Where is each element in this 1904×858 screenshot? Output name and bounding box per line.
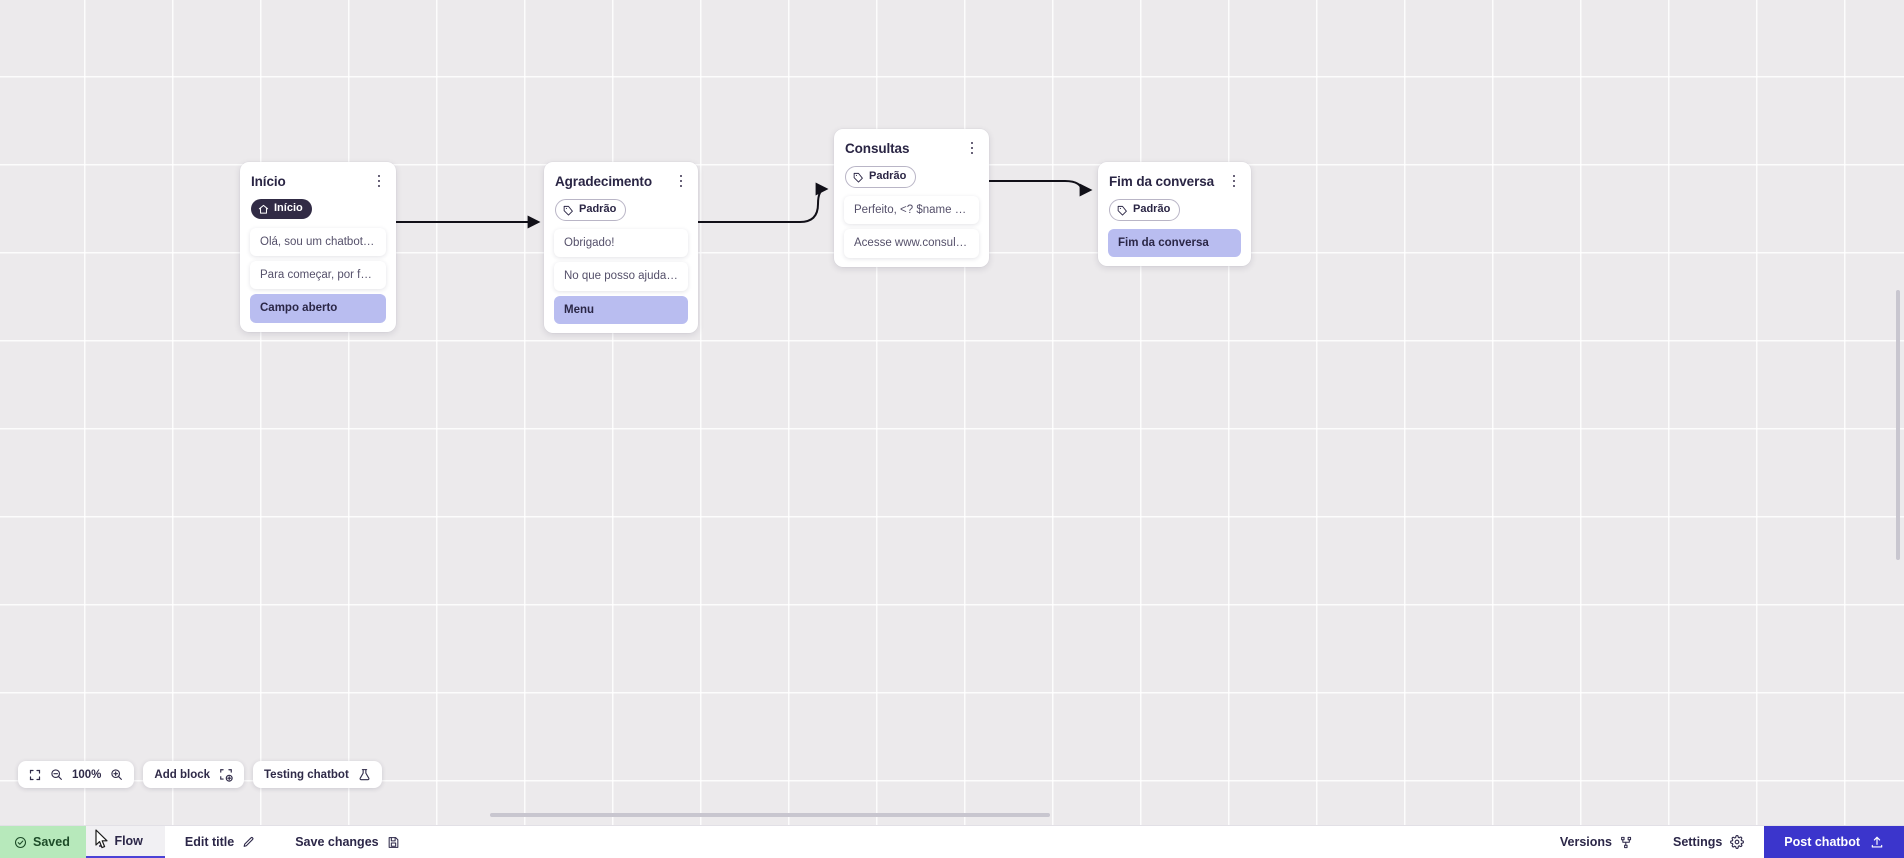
node-header: Fim da conversa — [1109, 173, 1240, 190]
connection-edges — [396, 180, 1093, 229]
add-block-label: Add block — [154, 768, 211, 781]
node-header: Início — [251, 173, 385, 190]
check-circle-icon — [14, 836, 27, 849]
bottom-bar-left: Saved Flow Edit title Save changes — [0, 826, 420, 858]
branch-icon — [1620, 836, 1633, 849]
flow-canvas[interactable]: Início Início Olá, sou um chatbot de tes… — [0, 0, 1904, 825]
node-badge-default[interactable]: Padrão — [555, 199, 627, 221]
node-header: Agradecimento — [555, 173, 687, 190]
node-message-accent[interactable]: Campo aberto — [250, 294, 386, 323]
node-inicio[interactable]: Início Início Olá, sou um chatbot de tes… — [240, 162, 396, 332]
node-message[interactable]: Para começar, por favor digite o ... — [250, 260, 386, 290]
status-badge-saved: Saved — [0, 826, 86, 858]
testing-chatbot-label: Testing chatbot — [264, 768, 349, 781]
flask-icon — [358, 768, 371, 781]
node-badge-label: Padrão — [1133, 203, 1171, 216]
zoom-out-icon[interactable] — [50, 768, 63, 781]
node-badge-default[interactable]: Padrão — [1109, 199, 1181, 221]
versions-button[interactable]: Versions — [1540, 826, 1653, 858]
tab-flow-label: Flow — [114, 834, 143, 848]
tag-icon — [1117, 205, 1127, 216]
post-chatbot-label: Post chatbot — [1784, 835, 1860, 849]
node-badge-row: Padrão — [555, 199, 687, 221]
node-badge-row: Início — [251, 199, 385, 219]
node-menu-button[interactable] — [1226, 172, 1242, 190]
save-changes-label: Save changes — [295, 835, 379, 849]
edge-agradecimento-consultas — [698, 182, 829, 223]
node-menu-button[interactable] — [371, 172, 387, 190]
node-title: Agradecimento — [555, 174, 652, 189]
edit-title-label: Edit title — [184, 835, 235, 849]
edit-title-button[interactable]: Edit title — [165, 826, 275, 858]
bottom-bar-right: Versions Settings Post ch — [1540, 826, 1904, 858]
zoom-in-icon[interactable] — [110, 768, 123, 781]
testing-chatbot-button[interactable]: Testing chatbot — [253, 761, 382, 788]
node-badge-label: Início — [274, 202, 303, 215]
node-message-accent[interactable]: Menu — [554, 295, 688, 325]
tab-flow[interactable]: Flow — [85, 826, 165, 858]
node-message-accent[interactable]: Fim da conversa — [1108, 228, 1241, 258]
vertical-scrollbar[interactable] — [1896, 290, 1900, 560]
tag-icon — [853, 172, 863, 183]
node-messages: Perfeito, <? $name ?>! Acesse www.consul… — [844, 195, 979, 258]
node-messages: Obrigado! No que posso ajudar, <? $name … — [554, 228, 688, 325]
settings-button[interactable]: Settings — [1653, 826, 1764, 858]
node-title: Fim da conversa — [1109, 174, 1215, 189]
node-agradecimento[interactable]: Agradecimento Padrão Obrigado! No que po… — [544, 162, 698, 334]
pencil-icon — [242, 836, 255, 849]
settings-label: Settings — [1672, 835, 1723, 849]
node-badge-start[interactable]: Início — [251, 199, 312, 219]
node-badge-row: Padrão — [1109, 199, 1240, 221]
kebab-icon[interactable] — [95, 834, 106, 848]
versions-label: Versions — [1559, 835, 1612, 849]
node-message[interactable]: Acesse www.consultas.com par... — [844, 229, 979, 258]
node-message[interactable]: Obrigado! — [554, 228, 688, 258]
gear-icon — [1730, 835, 1745, 849]
tag-icon — [563, 205, 573, 216]
node-header: Consultas — [845, 140, 978, 157]
post-chatbot-button[interactable]: Post chatbot — [1764, 826, 1904, 858]
floppy-disk-icon — [387, 836, 400, 849]
node-badge-label: Padrão — [869, 170, 907, 183]
node-messages: Olá, sou um chatbot de teste! Para começ… — [250, 227, 386, 323]
node-consultas[interactable]: Consultas Padrão Perfeito, <? $name ?>! … — [834, 129, 989, 267]
add-block-icon — [219, 768, 233, 782]
node-menu-button[interactable] — [673, 172, 689, 190]
saved-label: Saved — [33, 835, 70, 849]
node-messages: Fim da conversa — [1108, 228, 1241, 258]
node-badge-label: Padrão — [579, 203, 617, 216]
zoom-level-label: 100% — [72, 768, 102, 781]
node-message[interactable]: Olá, sou um chatbot de teste! — [250, 227, 386, 256]
add-block-button[interactable]: Add block — [143, 761, 245, 788]
node-menu-button[interactable] — [964, 139, 980, 157]
fit-screen-icon[interactable] — [29, 769, 41, 781]
zoom-controls: 100% — [18, 761, 135, 788]
node-fim-da-conversa[interactable]: Fim da conversa Padrão Fim da conversa — [1098, 162, 1251, 267]
bottom-bar: Saved Flow Edit title Save changes — [0, 825, 1904, 858]
save-changes-button[interactable]: Save changes — [275, 826, 419, 858]
upload-icon — [1870, 835, 1884, 849]
home-icon — [258, 204, 269, 214]
node-title: Início — [251, 174, 286, 189]
horizontal-scrollbar[interactable] — [490, 813, 1050, 817]
edge-consultas-fim — [989, 180, 1093, 197]
node-message[interactable]: Perfeito, <? $name ?>! — [844, 195, 979, 225]
node-title: Consultas — [845, 141, 910, 156]
node-message[interactable]: No que posso ajudar, <? $name ... — [554, 262, 688, 291]
node-badge-row: Padrão — [845, 166, 978, 188]
node-badge-default[interactable]: Padrão — [845, 166, 917, 188]
canvas-toolbar: 100% Add block Testing ch — [18, 761, 382, 788]
